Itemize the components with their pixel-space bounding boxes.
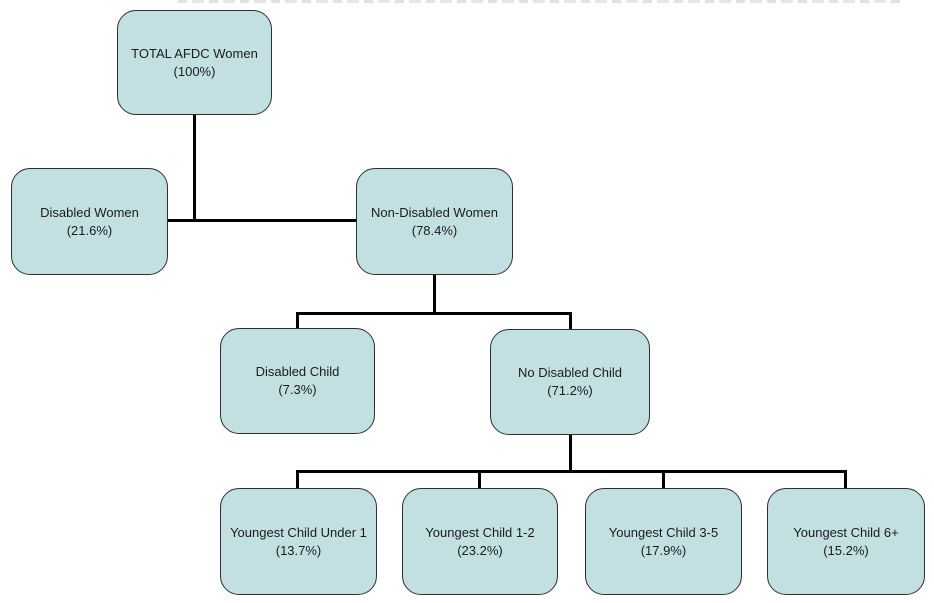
node-label: Youngest Child 6+ — [793, 524, 899, 540]
node-value: (23.2%) — [457, 542, 503, 558]
node-youngest-child-3-5: Youngest Child 3-5 (17.9%) — [585, 488, 742, 595]
connector-total-down — [193, 115, 196, 222]
node-value: (17.9%) — [640, 542, 687, 558]
node-label: Disabled Women — [40, 204, 139, 220]
node-value: (21.6%) — [66, 222, 113, 238]
node-no-disabled-child: No Disabled Child (71.2%) — [490, 329, 650, 435]
node-youngest-child-6-plus: Youngest Child 6+ (15.2%) — [767, 488, 925, 595]
connector-drop-no-disabled-child — [569, 312, 572, 330]
connector-drop-youngest-1-2 — [478, 470, 481, 489]
connector-level3-horizontal — [296, 312, 572, 315]
node-disabled-child: Disabled Child (7.3%) — [220, 328, 375, 434]
node-value: (13.7%) — [275, 542, 322, 558]
connector-drop-youngest-under-1 — [296, 470, 299, 489]
connector-drop-youngest-6-plus — [844, 470, 847, 489]
node-youngest-child-under-1: Youngest Child Under 1 (13.7%) — [220, 488, 377, 595]
node-value: (100%) — [173, 63, 216, 79]
cropped-title-remnant — [178, 0, 904, 3]
node-value: (15.2%) — [823, 542, 869, 558]
node-label: No Disabled Child — [517, 365, 623, 380]
node-label: Youngest Child Under 1 — [230, 524, 367, 540]
node-label: Disabled Child — [255, 364, 340, 379]
node-label: Youngest Child 1-2 — [425, 524, 535, 540]
connector-drop-youngest-3-5 — [662, 470, 665, 489]
connector-level4-horizontal — [296, 470, 846, 473]
connector-level2-horizontal — [168, 219, 356, 222]
node-non-disabled-women: Non-Disabled Women (78.4%) — [356, 168, 513, 275]
node-label: Non-Disabled Women — [371, 204, 498, 220]
connector-nondisabled-down — [433, 275, 436, 315]
node-total-afdc-women: TOTAL AFDC Women (100%) — [117, 10, 272, 115]
node-youngest-child-1-2: Youngest Child 1-2 (23.2%) — [402, 488, 558, 595]
node-value: (78.4%) — [411, 222, 458, 238]
connector-drop-disabled-child — [296, 312, 299, 330]
node-disabled-women: Disabled Women (21.6%) — [11, 168, 168, 275]
node-value: (7.3%) — [278, 382, 317, 397]
node-label: TOTAL AFDC Women — [131, 45, 258, 61]
connector-nodisabledchild-down — [569, 435, 572, 473]
node-label: Youngest Child 3-5 — [608, 524, 719, 540]
node-value: (71.2%) — [547, 383, 593, 398]
